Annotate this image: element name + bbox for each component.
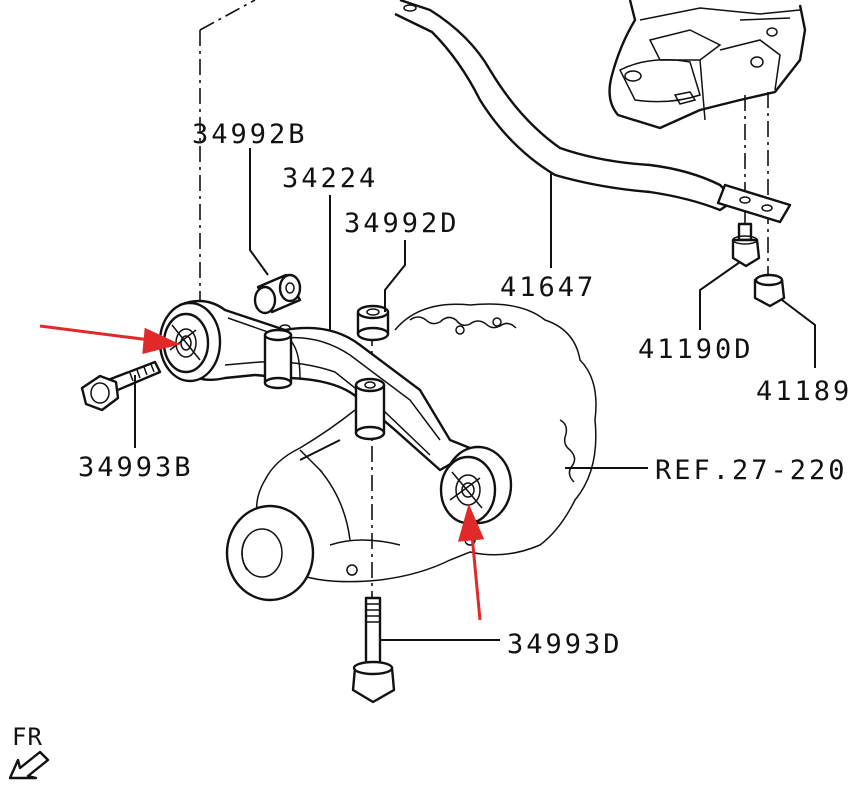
label-34993B: 34993B	[78, 452, 194, 483]
label-41647: 41647	[500, 272, 596, 303]
bushing-34992B	[253, 273, 302, 315]
label-34992B: 34992B	[192, 119, 308, 150]
nut-41190D	[731, 222, 761, 268]
link-rod-41647	[394, 0, 792, 224]
label-41190D: 41190D	[638, 334, 754, 365]
label-34993D: 34993D	[507, 629, 623, 660]
centerline-top	[199, 0, 256, 31]
label-34224: 34224	[282, 163, 378, 194]
bolt-34993B	[80, 360, 162, 412]
bushing-34992D	[356, 304, 390, 342]
label-34992D: 34992D	[344, 208, 460, 239]
leader-lines	[134, 148, 816, 641]
nut-41189	[753, 273, 786, 308]
label-41189: 41189	[756, 376, 852, 407]
front-direction-arrow	[8, 750, 50, 780]
bolt-34993D	[351, 596, 396, 704]
label-fr: FR	[12, 723, 43, 751]
highlight-arrow-right	[457, 503, 485, 621]
highlight-arrow-left	[39, 324, 181, 354]
subframe-bracket	[608, 0, 807, 275]
support-member-34224	[158, 299, 513, 525]
label-ref-27-220: REF.27-220	[655, 455, 848, 486]
